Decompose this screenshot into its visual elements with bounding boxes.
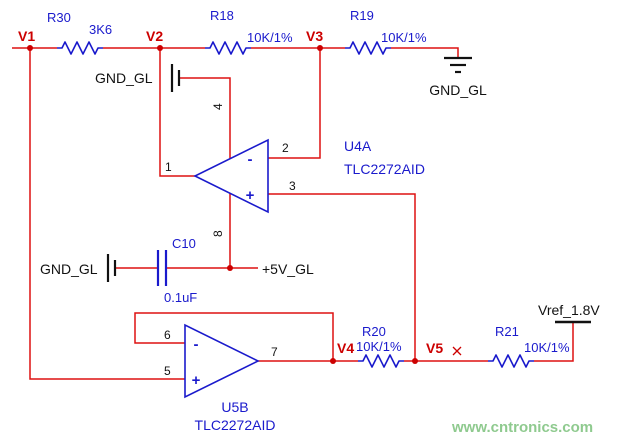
wire-gnd-to-pin4 [179, 77, 231, 159]
junction-dot-v1 [27, 45, 33, 51]
wire-r19-to-ground [391, 47, 459, 58]
wire-v1-rail-to-u5b [29, 48, 185, 380]
pin-u4a-inv: 2 [282, 141, 289, 155]
ref-c10: C10 [172, 236, 196, 251]
u4a-minus-sign: - [248, 151, 253, 168]
ref-r18: R18 [210, 8, 234, 23]
net-label-v3: V3 [306, 28, 323, 44]
wire-v2-to-u4a-out [159, 48, 195, 177]
resistor-r20 [358, 354, 404, 368]
power-symbol-gnd-top [170, 64, 181, 92]
junction-dot-v2 [157, 45, 163, 51]
pin-u4a-noninv: 3 [289, 179, 296, 193]
pin-u5b-inv: 6 [164, 328, 171, 342]
ref-r20: R20 [362, 324, 386, 339]
capacitor-c10 [156, 250, 168, 286]
value-r19: 10K/1% [381, 30, 427, 45]
pin-u5b-out: 7 [271, 345, 278, 359]
part-u5b: TLC2272AID [195, 417, 276, 433]
resistor-r18 [205, 41, 251, 55]
junction-dot-v4 [330, 358, 336, 364]
resistor-r21 [488, 354, 534, 368]
value-r18: 10K/1% [247, 30, 293, 45]
pin-u5b-noninv: 5 [164, 364, 171, 378]
ref-u4a: U4A [344, 138, 372, 154]
watermark: www.cntronics.com [451, 419, 593, 436]
pin-u4a-out: 1 [165, 160, 172, 174]
wire-u5b-feedback [134, 312, 334, 361]
power-label-vref: Vref_1.8V [538, 302, 600, 318]
power-label-gnd-bottom: GND_GL [40, 261, 98, 277]
ref-r19: R19 [350, 8, 374, 23]
value-r21: 10K/1% [524, 340, 570, 355]
junction-dot-vcc [227, 265, 233, 271]
pin-u4a-vplus: 8 [211, 230, 225, 237]
net-label-v5: V5 [426, 340, 443, 356]
wire-u4a-inv-to-v3 [268, 48, 321, 159]
wire-r21-to-vref [534, 322, 574, 362]
value-c10: 0.1uF [164, 290, 197, 305]
opamp-u4a [193, 138, 269, 214]
power-symbol-gnd-bottom [106, 254, 117, 282]
power-label-gnd-right: GND_GL [429, 82, 487, 98]
ref-r21: R21 [495, 324, 519, 339]
junction-dot-v5 [412, 358, 418, 364]
junction-dot-v3 [317, 45, 323, 51]
power-label-gnd-top: GND_GL [95, 70, 153, 86]
net-label-v1: V1 [18, 28, 35, 44]
u4a-plus-sign: + [246, 187, 255, 204]
ref-u5b: U5B [221, 399, 248, 415]
ref-r30: R30 [47, 10, 71, 25]
power-label-vcc: +5V_GL [262, 261, 314, 277]
u5b-plus-sign: + [192, 372, 201, 389]
part-u4a: TLC2272AID [344, 161, 425, 177]
earth-ground-icon [444, 56, 472, 74]
resistor-r19 [345, 41, 391, 55]
value-r20: 10K/1% [356, 339, 402, 354]
pin-u4a-vminus: 4 [211, 103, 225, 110]
value-r30: 3K6 [89, 22, 112, 37]
net-label-v4: V4 [337, 340, 354, 356]
resistor-r30 [57, 41, 103, 55]
net-label-v2: V2 [146, 28, 163, 44]
opamp-u5b [184, 323, 260, 399]
u5b-minus-sign: - [194, 336, 199, 353]
wire-u4a-noninv-to-v5 [268, 193, 416, 361]
no-erc-marker [452, 346, 462, 356]
